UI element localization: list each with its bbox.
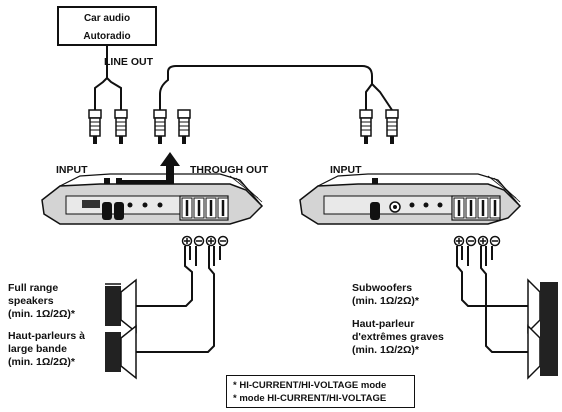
left-speaker-text-line: Haut-parleurs à [8, 330, 86, 342]
input-label-right: INPUT [330, 164, 362, 176]
speaker-terminals-right [451, 195, 501, 221]
speaker-right-bottom [527, 324, 558, 380]
polarity-symbols-right [453, 235, 501, 247]
rca-plugs-right [359, 109, 399, 144]
rca-plugs-source [88, 109, 128, 144]
input-label-left: INPUT [56, 164, 88, 176]
right-speaker-text-line: d'extrêmes graves [352, 331, 444, 343]
right-speaker-text-line: Subwoofers [352, 282, 413, 294]
link-cable [159, 65, 393, 111]
right-speaker-text-line: (min. 1Ω/2Ω)* [352, 295, 420, 307]
right-speaker-text-line: Haut-parleur [352, 318, 415, 330]
line-out-label: LINE OUT [104, 56, 153, 68]
input-jacks-right [370, 201, 401, 220]
speaker-left-top [105, 278, 137, 334]
head-unit-label-en: Car audio [83, 13, 131, 24]
left-speaker-text-line: (min. 1Ω/2Ω)* [8, 356, 76, 368]
head-unit-label-fr: Autoradio [83, 31, 131, 42]
left-speaker-text-line: Full range [8, 282, 59, 294]
speaker-wires-right [456, 246, 540, 353]
left-speaker-text-line: speakers [8, 295, 54, 307]
speaker-left-bottom [105, 324, 137, 380]
head-unit-cable [94, 46, 122, 110]
input-jacks-left [102, 202, 124, 220]
mode-note-fr: * mode HI-CURRENT/HI-VOLTAGE [233, 393, 387, 404]
speaker-wires-left [130, 246, 221, 353]
head-unit-box: Car audio Autoradio [57, 6, 157, 46]
mode-note-box: * HI-CURRENT/HI-VOLTAGE mode * mode HI-C… [226, 375, 415, 408]
left-speaker-text-line: large bande [8, 343, 67, 355]
rca-plugs-through [153, 109, 191, 144]
left-speaker-text-line: (min. 1Ω/2Ω)* [8, 308, 76, 320]
right-speaker-text-line: (min. 1Ω/2Ω)* [352, 344, 420, 356]
through-out-label: THROUGH OUT [190, 164, 269, 176]
speaker-right-top [527, 278, 558, 334]
speaker-terminals-left [179, 195, 229, 221]
mode-note-en: * HI-CURRENT/HI-VOLTAGE mode [233, 380, 387, 391]
polarity-symbols-left [181, 235, 229, 247]
